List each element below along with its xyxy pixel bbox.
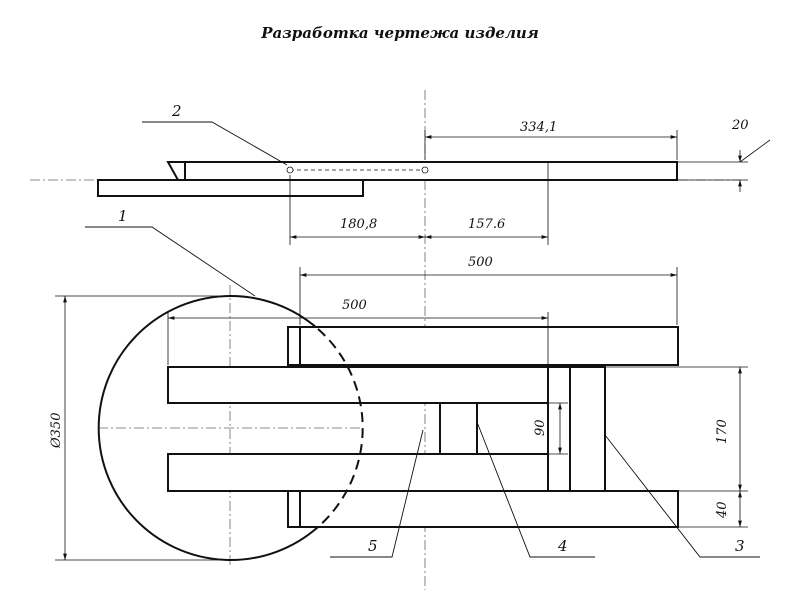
- circle-solid-arc: [97, 295, 319, 561]
- vertical-post-3: [569, 366, 606, 492]
- board-back: [287, 326, 679, 366]
- leader-2: [142, 121, 288, 166]
- leader-3: [604, 434, 760, 558]
- leader-1: [85, 226, 256, 297]
- dim-20: 20: [731, 118, 749, 133]
- part-label-4: 4: [557, 537, 568, 555]
- leader-5: [330, 429, 424, 558]
- drawing-title: Разработка чертежа изделия: [261, 24, 539, 42]
- dim-500-inner: 500: [342, 298, 367, 313]
- dim-334-1: 334,1: [520, 120, 557, 135]
- hole-left: [286, 166, 294, 174]
- board-front: [287, 490, 679, 528]
- dim-diameter: Ø350: [49, 413, 64, 449]
- part-label-3: 3: [735, 537, 745, 555]
- hole-center: [421, 166, 429, 174]
- top-board-upper: [184, 161, 678, 181]
- dim-157-6: 157.6: [468, 217, 505, 232]
- rail-lower: [167, 453, 549, 492]
- dim-170: 170: [715, 419, 730, 444]
- dim-180-8: 180,8: [340, 217, 377, 232]
- top-board-tapered-end: [166, 161, 186, 181]
- circle-hidden-arc: [317, 328, 364, 528]
- dim-90: 90: [533, 419, 548, 436]
- part-label-5: 5: [368, 537, 378, 555]
- top-board-lower: [97, 179, 364, 197]
- leader-4: [476, 421, 595, 558]
- dim-500-top: 500: [468, 255, 493, 270]
- part-label-2: 2: [171, 102, 182, 120]
- rail-upper: [167, 366, 549, 404]
- part-label-1: 1: [118, 207, 128, 225]
- dim-40: 40: [715, 501, 730, 519]
- spacer-4: [439, 402, 478, 455]
